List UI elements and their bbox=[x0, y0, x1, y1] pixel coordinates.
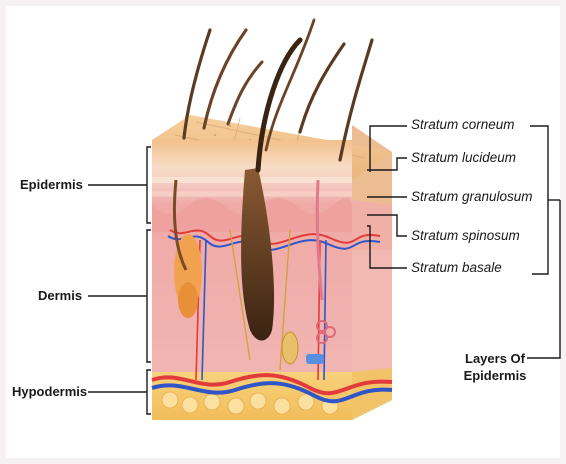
label-hypodermis: Hypodermis bbox=[12, 384, 87, 399]
sweat-gland bbox=[282, 332, 298, 364]
label-layers-of-epidermis: Layers Of Epidermis bbox=[462, 350, 528, 384]
label-stratum-corneum: Stratum corneum bbox=[411, 117, 515, 132]
left-brackets bbox=[88, 147, 151, 414]
label-stratum-basale: Stratum basale bbox=[411, 260, 502, 275]
label-stratum-spinosum: Stratum spinosum bbox=[411, 228, 520, 243]
label-stratum-lucideum: Stratum lucideum bbox=[411, 150, 516, 165]
label-stratum-granulosum: Stratum granulosum bbox=[411, 189, 533, 204]
group-label-line1: Layers Of bbox=[462, 350, 528, 367]
label-dermis: Dermis bbox=[38, 288, 82, 303]
label-epidermis: Epidermis bbox=[20, 177, 83, 192]
group-label-line2: Epidermis bbox=[462, 367, 528, 384]
